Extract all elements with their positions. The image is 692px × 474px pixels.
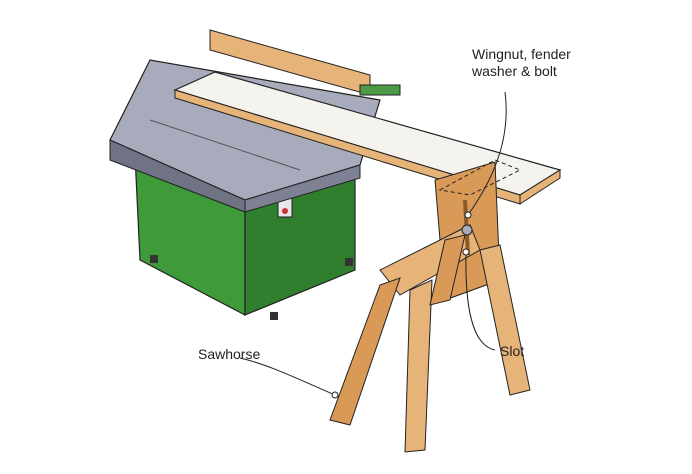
slot-leader [465, 251, 496, 351]
sawhorse-leg [329, 277, 401, 426]
saw-foot [150, 255, 158, 263]
table-saw [109, 29, 401, 320]
board-edge [174, 89, 521, 205]
wingnut-label-line2: washer & bolt [472, 63, 557, 79]
miter-slot [149, 119, 301, 171]
saw-foot [345, 258, 353, 266]
wingnut-label-line1: Wingnut, fender [472, 46, 571, 62]
hidden-cleat-outline [438, 159, 522, 196]
sawhorse-leg [429, 234, 466, 306]
slot-label: Slot [500, 343, 525, 359]
fence-rail [359, 84, 401, 96]
wingnut-leader [467, 91, 507, 216]
sawhorse-leg [404, 279, 433, 453]
stop-button-icon [282, 208, 288, 214]
saw-foot [270, 312, 278, 320]
sawhorse-label: Sawhorse [198, 346, 261, 362]
sawhorse-leader [239, 357, 336, 396]
saw-top-edge-side [244, 164, 361, 213]
wingnut-label: Wingnut, fender washer & bolt [472, 46, 571, 80]
wingnut-icon [461, 224, 473, 236]
sawhorse [329, 159, 531, 453]
sawhorse-leg [479, 244, 531, 396]
